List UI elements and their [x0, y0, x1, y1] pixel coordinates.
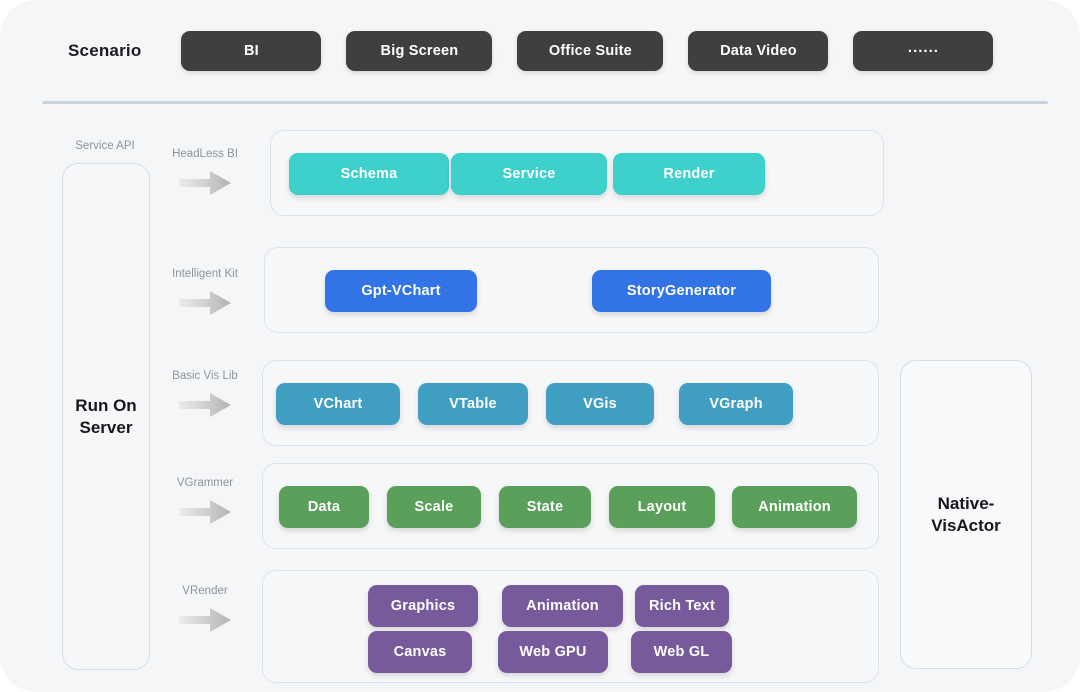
pill-gpt-vchart[interactable]: Gpt-VChart: [325, 270, 477, 312]
pill-rich-text[interactable]: Rich Text: [635, 585, 729, 627]
scenario-chip-list: BI Big Screen Office Suite Data Video ..…: [181, 30, 994, 71]
stage-headless-bi: HeadLess BI: [163, 148, 247, 198]
header-divider: [42, 101, 1048, 104]
pill-storygenerator[interactable]: StoryGenerator: [592, 270, 771, 312]
run-on-server-line1: Run On: [75, 395, 137, 415]
scenario-chip-data-video[interactable]: Data Video: [688, 30, 829, 71]
pill-web-gpu[interactable]: Web GPU: [498, 631, 608, 673]
native-visactor-line2: VisActor: [931, 515, 1001, 535]
pill-canvas[interactable]: Canvas: [368, 631, 472, 673]
pill-animation[interactable]: Animation: [732, 486, 857, 528]
arrow-right-icon: [179, 393, 231, 417]
pill-render[interactable]: Render: [613, 153, 765, 195]
arrow-right-icon: [179, 171, 231, 195]
scenario-label: Scenario: [68, 40, 142, 60]
stage-basic-vis-lib: Basic Vis Lib: [163, 370, 247, 420]
pill-vgraph[interactable]: VGraph: [679, 383, 793, 425]
native-visactor-title: Native- VisActor: [931, 493, 1001, 537]
pill-scale[interactable]: Scale: [387, 486, 481, 528]
arrow-right-icon: [179, 291, 231, 315]
layer-basic-vis-lib: VChart VTable VGis VGraph: [262, 360, 879, 446]
run-on-server-panel: Run On Server: [62, 163, 150, 670]
stage-label-basic-vis-lib: Basic Vis Lib: [172, 370, 238, 382]
pill-layout[interactable]: Layout: [609, 486, 715, 528]
pill-data[interactable]: Data: [279, 486, 369, 528]
run-on-server-title: Run On Server: [75, 395, 136, 439]
pill-vgis[interactable]: VGis: [546, 383, 654, 425]
scenario-row: Scenario BI Big Screen Office Suite Data…: [0, 0, 1080, 101]
stage-vrender: VRender: [163, 585, 247, 635]
layer-headless-bi: Schema Service Render: [270, 130, 884, 216]
native-visactor-panel: Native- VisActor: [900, 360, 1032, 669]
stage-label-vgrammer: VGrammer: [176, 477, 234, 489]
stage-intelligent-kit: Intelligent Kit: [163, 268, 247, 318]
stage-label-vrender: VRender: [182, 585, 228, 597]
pill-vtable[interactable]: VTable: [418, 383, 528, 425]
stage-vgrammer: VGrammer: [163, 477, 247, 527]
service-api-caption: Service API: [75, 140, 135, 152]
layer-intelligent-kit: Gpt-VChart StoryGenerator: [264, 247, 879, 333]
scenario-chip-bi[interactable]: BI: [181, 30, 322, 71]
layer-vrender: Graphics Animation Rich Text Canvas Web …: [262, 570, 879, 683]
pill-animation-render[interactable]: Animation: [502, 585, 623, 627]
pill-service[interactable]: Service: [451, 153, 607, 195]
run-on-server-line2: Server: [79, 417, 133, 437]
pill-vchart[interactable]: VChart: [276, 383, 400, 425]
scenario-chip-office-suite[interactable]: Office Suite: [517, 30, 664, 71]
scenario-chip-more[interactable]: ......: [853, 30, 994, 71]
scenario-chip-big-screen[interactable]: Big Screen: [346, 30, 493, 71]
layer-vgrammer: Data Scale State Layout Animation: [262, 463, 879, 549]
stage-label-intelligent-kit: Intelligent Kit: [172, 268, 238, 280]
pill-state[interactable]: State: [499, 486, 591, 528]
arrow-right-icon: [179, 608, 231, 632]
pill-graphics[interactable]: Graphics: [368, 585, 478, 627]
stage-label-headless-bi: HeadLess BI: [172, 148, 238, 160]
native-visactor-line1: Native-: [937, 493, 995, 513]
pill-web-gl[interactable]: Web GL: [631, 631, 732, 673]
arrow-right-icon: [179, 500, 231, 524]
pill-schema[interactable]: Schema: [289, 153, 449, 195]
